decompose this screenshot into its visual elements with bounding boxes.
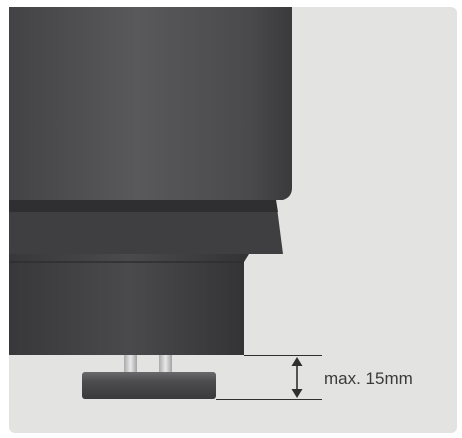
appliance-base	[9, 254, 249, 355]
dimension-arrow	[291, 357, 303, 398]
appliance-body	[9, 7, 292, 200]
foot-pad	[82, 372, 216, 399]
appliance-rim	[9, 200, 283, 254]
appliance-rim-shadow	[9, 200, 278, 212]
dimension-label: max. 15mm	[324, 369, 413, 388]
foot-stem-right	[159, 355, 172, 373]
foot-stem-left	[124, 355, 137, 373]
